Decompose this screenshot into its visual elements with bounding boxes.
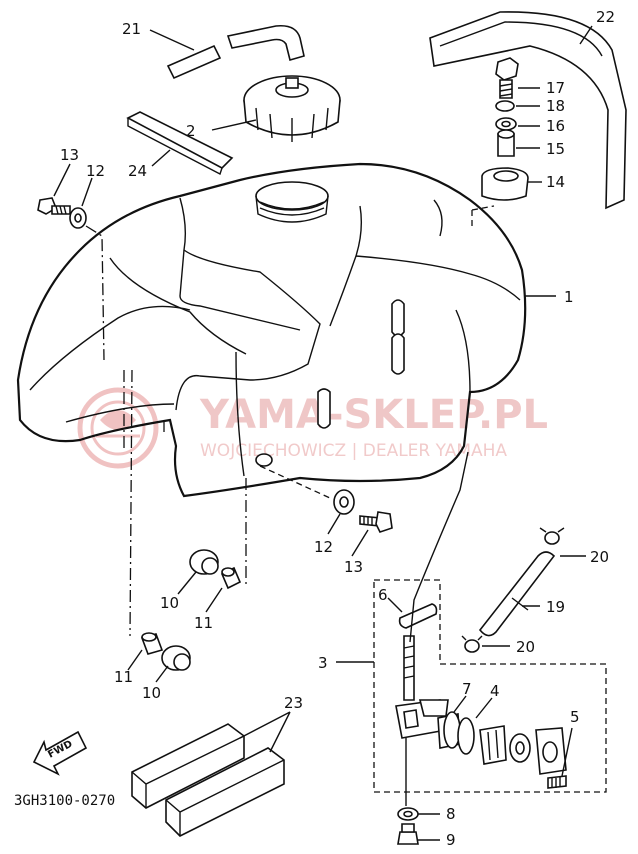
callout-24: 24 [128, 162, 147, 180]
callout-13-front: 13 [60, 146, 79, 164]
part-16-collar [495, 117, 517, 131]
cock-cover [535, 727, 567, 775]
watermark: YAMA-SKLEP.PL WOJCIECHOWICZ | DEALER YAM… [77, 387, 548, 469]
callout-9: 9 [446, 831, 456, 849]
part-6-gasket [398, 603, 438, 629]
callout-3: 3 [318, 654, 328, 672]
fwd-arrow: FWD [32, 730, 88, 776]
part-20-clip-lower [461, 635, 483, 653]
callout-13-lower: 13 [344, 558, 363, 576]
watermark-main-text: YAMA-SKLEP.PL [199, 392, 548, 438]
part-13-bolt-front [37, 197, 71, 215]
part-21-breather-hose [166, 24, 305, 80]
callout-19: 19 [546, 598, 565, 616]
document-code: 3GH3100-0270 [14, 793, 115, 809]
callout-10-lower: 10 [142, 684, 161, 702]
callout-21: 21 [122, 20, 141, 38]
callout-17: 17 [546, 79, 565, 97]
part-8-washer [397, 807, 419, 821]
part-1-fuel-tank [16, 162, 527, 498]
part-24-pad [126, 111, 234, 176]
callout-23: 23 [284, 694, 303, 712]
callout-15: 15 [546, 140, 565, 158]
callout-5: 5 [570, 708, 580, 726]
callout-11-lower: 11 [114, 668, 133, 686]
part-10-damper-upper [189, 549, 219, 575]
rear-mount-stack [471, 57, 529, 226]
watermark-logo [77, 387, 159, 469]
callout-18: 18 [546, 97, 565, 115]
callout-20-lower: 20 [516, 638, 535, 656]
part-12-washer-lower [333, 489, 355, 515]
callout-11-upper: 11 [194, 614, 213, 632]
part-10-damper-lower [161, 645, 191, 671]
callout-6: 6 [378, 586, 388, 604]
callout-10-upper: 10 [160, 594, 179, 612]
part-12-washer-front [69, 207, 87, 229]
part-19-fuel-hose [478, 551, 556, 637]
callout-12-lower: 12 [314, 538, 333, 556]
callout-8: 8 [446, 805, 456, 823]
part-18-washer [495, 100, 515, 112]
part-23-pads [131, 723, 285, 837]
part-2-fuel-cap [243, 75, 341, 142]
part-9-drain-bolt [397, 823, 419, 845]
callout-7: 7 [462, 680, 472, 698]
callout-16: 16 [546, 117, 565, 135]
part-17-bolt [495, 57, 519, 99]
callout-20-upper: 20 [590, 548, 609, 566]
part-20-clip-upper [539, 527, 565, 545]
part-5-screw [547, 775, 567, 789]
callout-12-front: 12 [86, 162, 105, 180]
callout-4: 4 [490, 682, 500, 700]
callout-2: 2 [186, 122, 196, 140]
cock-plate [509, 733, 531, 763]
part-4-o-ring [457, 717, 475, 755]
callout-22: 22 [596, 8, 615, 26]
part-22-tank-strap [429, 11, 627, 210]
callout-14: 14 [546, 173, 565, 191]
leader-lines [53, 25, 593, 841]
part-11-collar-lower [140, 632, 164, 655]
part-14-damper [481, 167, 529, 201]
part-13-bolt-lower [359, 511, 393, 533]
watermark-sub-text: WOJCIECHOWICZ | DEALER YAMAHA [200, 441, 507, 461]
part-15-spacer [497, 129, 515, 157]
callout-1: 1 [564, 288, 574, 306]
part-7-gasket [443, 711, 461, 749]
cock-lever [479, 725, 507, 765]
callouts: 21 22 2 17 18 16 15 14 24 13 12 1 12 13 … [60, 8, 615, 849]
part-11-collar-upper [220, 566, 242, 590]
